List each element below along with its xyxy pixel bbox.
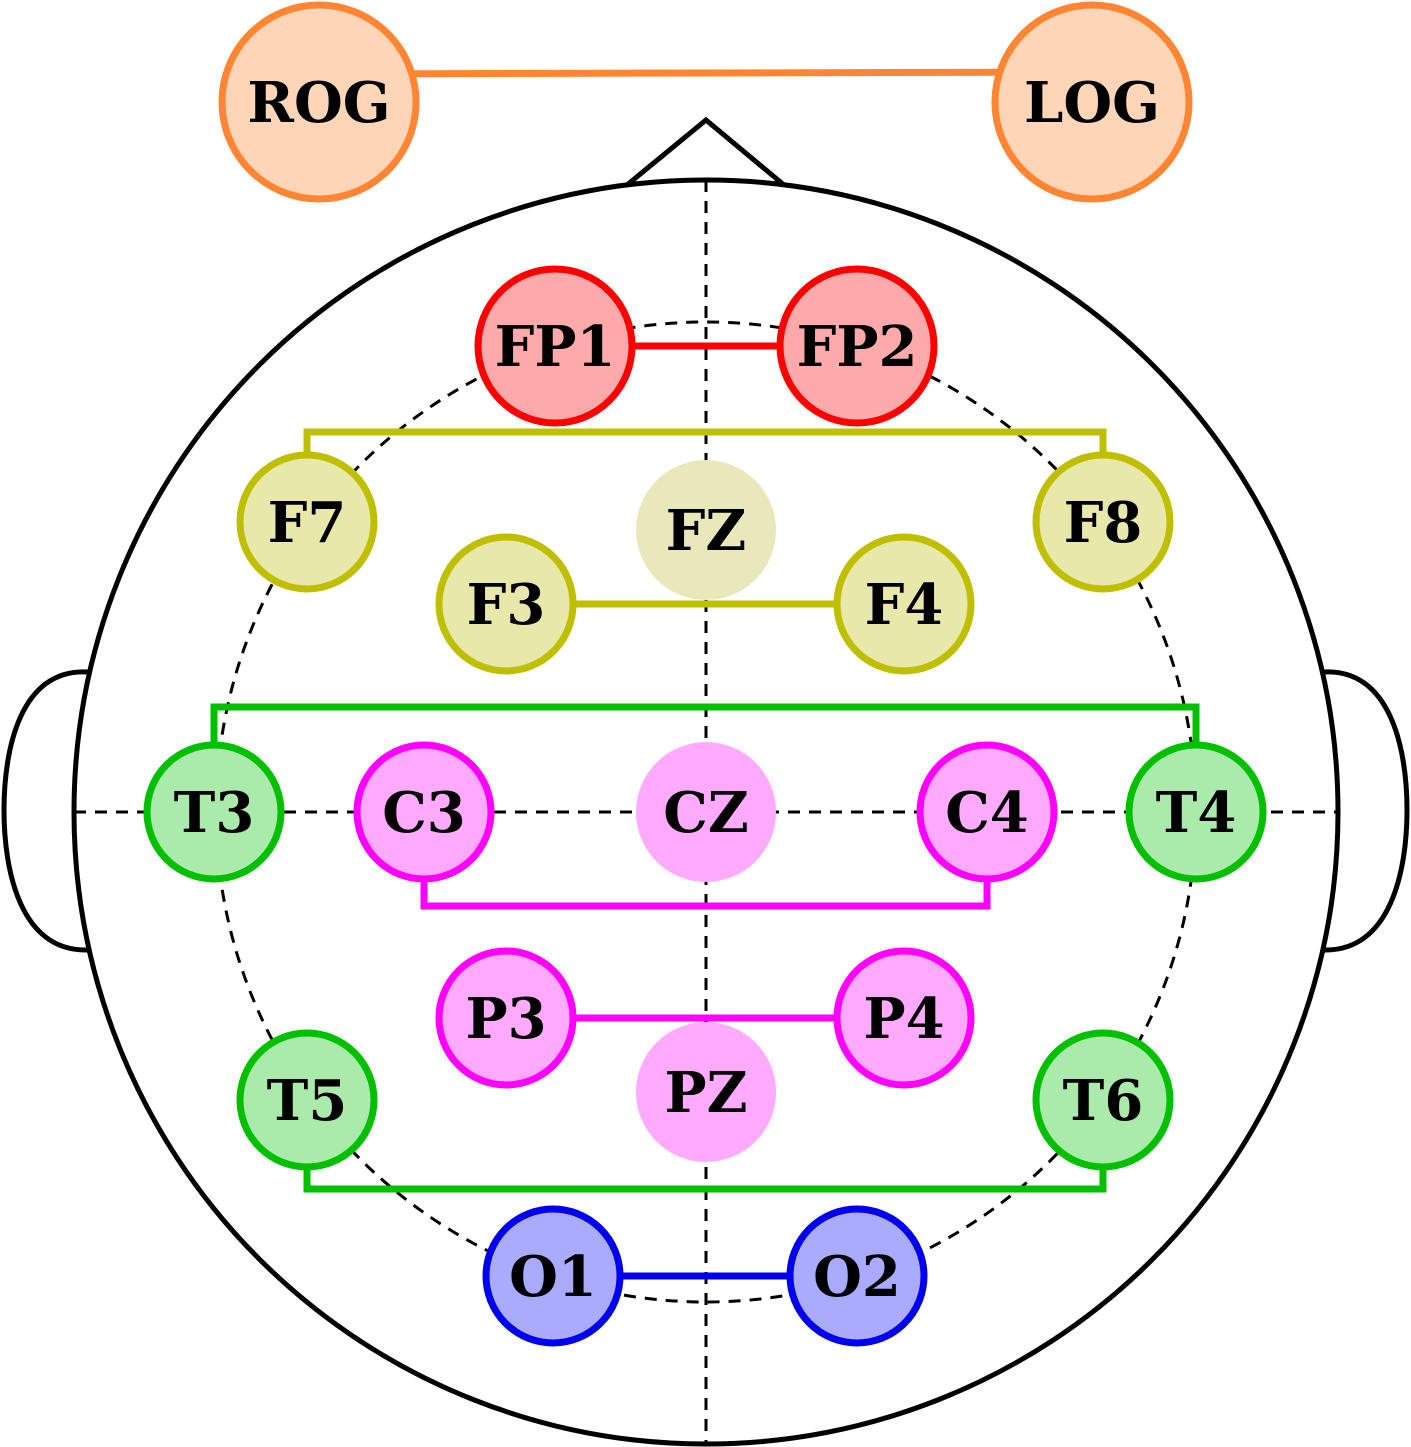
electrode-fp2: FP2 <box>776 265 938 427</box>
electrode-f3-label: F3 <box>467 572 546 638</box>
electrode-t4-marker <box>1125 741 1267 883</box>
electrode-t5-label: T5 <box>267 1068 348 1134</box>
electrode-f8-label: F8 <box>1064 490 1143 556</box>
electrode-t4: T4 <box>1125 741 1267 883</box>
electrode-rog: ROG <box>218 1 420 203</box>
electrode-t6: T6 <box>1032 1029 1174 1171</box>
connection-c3-c4 <box>420 882 991 910</box>
electrode-p4-label: P4 <box>863 986 944 1052</box>
nose <box>625 116 786 187</box>
electrode-f7-label: F7 <box>268 490 347 556</box>
electrode-t3: T3 <box>143 741 285 883</box>
electrode-t5-marker <box>236 1029 378 1171</box>
connection-t5-t6 <box>303 1170 1107 1193</box>
electrode-p3-marker <box>435 947 577 1089</box>
connection-rog-log <box>318 68 1093 78</box>
electrode-pz-label: PZ <box>665 1060 748 1126</box>
electrode-f7-marker <box>236 451 378 593</box>
electrode-f4-marker <box>833 533 975 675</box>
electrode-t6-label: T6 <box>1063 1068 1144 1134</box>
electrode-fz: FZ <box>636 460 776 600</box>
electrode-cz-marker <box>636 742 776 882</box>
electrode-o2: O2 <box>786 1205 928 1347</box>
electrode-p4-marker <box>833 947 975 1089</box>
electrode-fz-label: FZ <box>666 498 747 564</box>
electrode-o2-label: O2 <box>813 1244 901 1310</box>
electrode-c3: C3 <box>353 741 495 883</box>
electrode-pz: PZ <box>636 1022 776 1162</box>
electrode-o1-marker <box>482 1205 624 1347</box>
electrode-t3-marker <box>143 741 285 883</box>
electrode-f3: F3 <box>435 533 577 675</box>
connection-f7-f8 <box>303 428 1107 452</box>
electrode-log: LOG <box>991 1 1193 203</box>
electrode-fp2-marker <box>776 265 938 427</box>
electrode-pz-marker <box>636 1022 776 1162</box>
connection-t3-t4 <box>210 703 1200 742</box>
electrode-f8-marker <box>1032 451 1174 593</box>
electrode-fp2-label: FP2 <box>797 314 918 380</box>
electrode-log-label: LOG <box>1024 70 1160 136</box>
electrode-c4-marker <box>916 741 1058 883</box>
electrode-c3-marker <box>353 741 495 883</box>
electrode-p3-label: P3 <box>465 986 546 1052</box>
electrode-f8: F8 <box>1032 451 1174 593</box>
electrode-rog-label: ROG <box>247 70 390 136</box>
electrode-t5: T5 <box>236 1029 378 1171</box>
right-ear <box>1322 669 1410 953</box>
electrode-fp1-label: FP1 <box>495 314 616 380</box>
electrode-t3-label: T3 <box>174 780 255 846</box>
electrode-o1: O1 <box>482 1205 624 1347</box>
electrode-f4: F4 <box>833 533 975 675</box>
electrode-log-marker <box>991 1 1193 203</box>
electrode-p3: P3 <box>435 947 577 1089</box>
electrode-cz: CZ <box>636 742 776 882</box>
electrode-o2-marker <box>786 1205 928 1347</box>
electrode-t4-label: T4 <box>1156 780 1237 846</box>
electrode-fz-marker <box>636 460 776 600</box>
electrode-t6-marker <box>1032 1029 1174 1171</box>
electrode-f4-label: F4 <box>865 572 944 638</box>
electrode-fp1-marker <box>474 265 636 427</box>
electrode-p4: P4 <box>833 947 975 1089</box>
electrode-cz-label: CZ <box>663 780 748 846</box>
electrode-rog-marker <box>218 1 420 203</box>
electrode-f3-marker <box>435 533 577 675</box>
electrode-c4: C4 <box>916 741 1058 883</box>
electrode-c3-label: C3 <box>382 780 466 846</box>
electrode-f7: F7 <box>236 451 378 593</box>
electrode-o1-label: O1 <box>509 1244 597 1310</box>
electrode-fp1: FP1 <box>474 265 636 427</box>
left-ear <box>1 669 89 953</box>
electrode-c4-label: C4 <box>945 780 1029 846</box>
